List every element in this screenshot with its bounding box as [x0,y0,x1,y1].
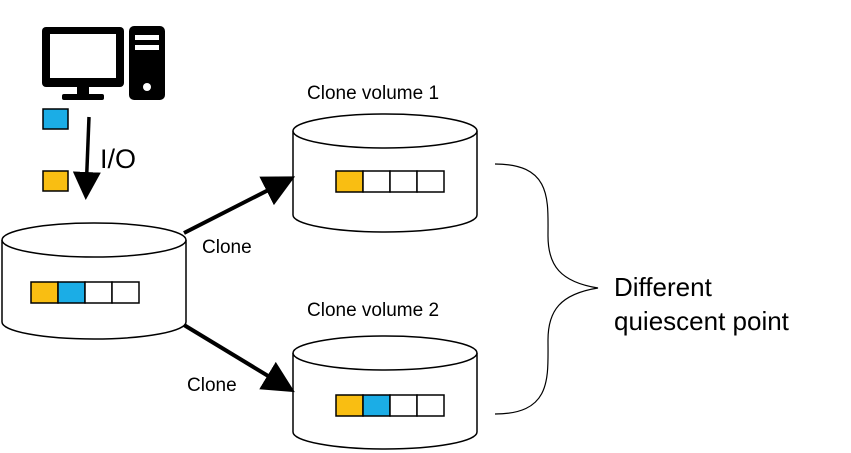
block [335,394,364,417]
clone-arrow-lower-label: Clone [187,375,237,396]
block [416,394,445,417]
block [30,281,59,304]
block [84,281,113,304]
io-block-blue [42,108,69,130]
block [57,281,86,304]
clone-volume-1-blocks [335,170,445,193]
block [362,170,391,193]
clone-arrow-upper-label: Clone [202,237,252,258]
clone-volume-2-label: Clone volume 2 [307,300,440,321]
clone-volume-2-blocks [335,394,445,417]
block [389,170,418,193]
source-volume-blocks [30,281,140,304]
clone-volume-2-cylinder [292,335,478,450]
desktop-computer-icon [42,26,165,100]
annotation-line-1: Different [614,272,712,302]
io-label: I/O [100,144,137,174]
io-block-yellow [42,170,69,192]
clone-arrow-upper [183,176,296,235]
block [362,394,391,417]
clone-arrow-lower [182,323,295,393]
curly-brace [494,163,599,415]
clone-volume-1-label: Clone volume 1 [307,83,440,104]
block [389,394,418,417]
source-volume-cylinder [1,222,187,340]
io-arrow [72,116,101,200]
block [416,170,445,193]
block [111,281,140,304]
block [335,170,364,193]
annotation-line-2: quiescent point [614,306,789,336]
quiescent-point-annotation: Different quiescent point [614,270,789,338]
